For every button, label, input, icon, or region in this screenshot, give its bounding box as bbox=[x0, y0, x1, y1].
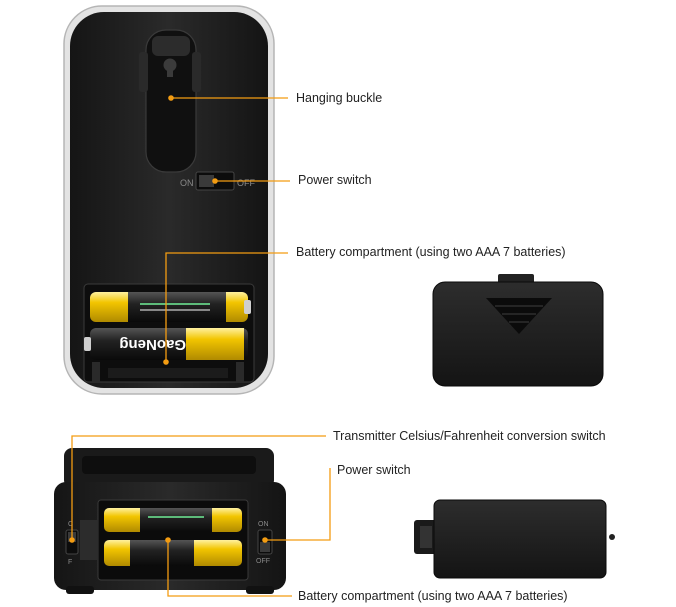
switch-off-label-bottom: OFF bbox=[256, 558, 270, 565]
transmitter-unit: C F ON OFF bbox=[54, 448, 286, 594]
transmitter-switch-label: Transmitter Celsius/Fahrenheit conversio… bbox=[333, 429, 606, 443]
battery-door-top bbox=[432, 274, 604, 387]
display-unit-back: ON OFF GaoNeng bbox=[63, 5, 275, 395]
battery-compartment-top: GaoNeng bbox=[83, 283, 255, 383]
side-switch-c-label: C bbox=[68, 521, 73, 528]
transmitter-battery-2 bbox=[104, 540, 242, 566]
leader-lines bbox=[71, 97, 331, 597]
battery-aaa-1 bbox=[90, 292, 251, 322]
battery-compartment-label-bottom: Battery compartment (using two AAA 7 bat… bbox=[298, 589, 568, 603]
transmitter-battery-1 bbox=[104, 508, 242, 532]
side-switch-f-label: F bbox=[68, 559, 72, 566]
switch-off-label-top: OFF bbox=[237, 178, 255, 188]
power-switch-label-bottom: Power switch bbox=[337, 463, 411, 477]
switch-on-label-bottom: ON bbox=[258, 521, 269, 528]
hanging-buckle-label: Hanging buckle bbox=[296, 91, 383, 105]
switch-on-label-top: ON bbox=[180, 178, 194, 188]
leader-dots bbox=[69, 95, 268, 543]
battery-compartment-label-top: Battery compartment (using two AAA 7 bat… bbox=[296, 245, 566, 259]
battery-door-bottom bbox=[414, 499, 615, 579]
battery-brand-text: GaoNeng bbox=[119, 336, 186, 353]
hanging-buckle bbox=[139, 29, 201, 173]
power-switch-label-top: Power switch bbox=[298, 173, 372, 187]
battery-aaa-2: GaoNeng bbox=[84, 328, 248, 360]
